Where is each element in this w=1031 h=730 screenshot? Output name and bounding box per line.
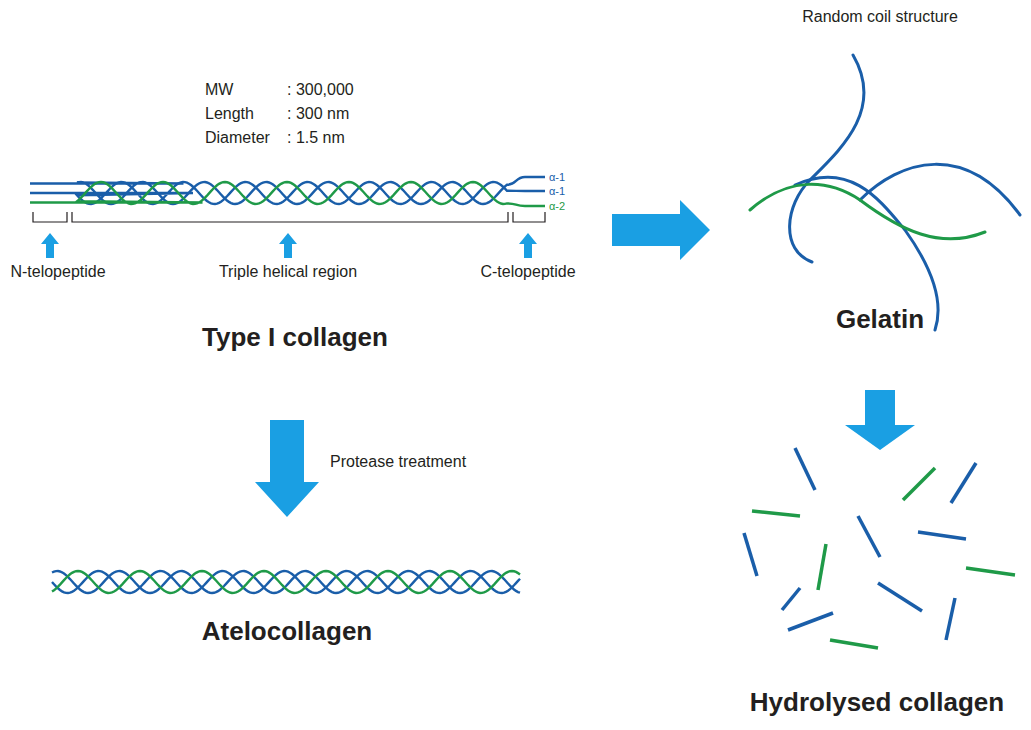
process-arrow <box>255 420 319 517</box>
peptide-fragment <box>788 613 833 630</box>
region-brackets <box>33 212 545 222</box>
state-title: Atelocollagen <box>202 617 372 647</box>
collagen-state: Atelocollagen <box>40 522 540 652</box>
strand-label: α-2 <box>549 200 565 213</box>
collagen-strand <box>52 571 520 593</box>
coil-strand <box>750 184 985 238</box>
peptide-fragment <box>830 640 878 648</box>
collagen-strand <box>52 571 520 593</box>
peptide-fragment <box>951 463 976 503</box>
collagen-strand <box>52 571 520 593</box>
property-text: : 300 nm <box>287 105 349 123</box>
process-arrow <box>845 390 915 450</box>
region-label: N-telopeptide <box>10 263 105 281</box>
pointer-arrow <box>41 233 59 258</box>
peptide-fragments <box>744 448 1015 648</box>
triple-helix <box>30 177 545 206</box>
state-title: Hydrolysed collagen <box>750 688 1004 718</box>
peptide-fragment <box>946 598 955 640</box>
peptide-fragment <box>858 516 880 557</box>
collagen-strand <box>30 182 545 206</box>
bracket <box>72 212 508 222</box>
property-text: : 1.5 nm <box>287 129 345 147</box>
state-note: Random coil structure <box>802 8 958 26</box>
bracket <box>513 212 545 222</box>
pointer-arrow <box>519 233 537 258</box>
property-text: Length <box>205 105 254 123</box>
process-arrow <box>612 200 710 260</box>
peptide-fragment <box>782 588 800 610</box>
peptide-fragment <box>752 511 800 516</box>
collagen-state: Random coil structureGelatin <box>715 0 1027 385</box>
peptide-fragment <box>878 583 922 611</box>
region-label: Triple helical region <box>219 263 357 281</box>
peptide-fragment <box>818 544 826 590</box>
collagen-state: Type I collagen <box>20 75 605 415</box>
collagen-state: Hydrolysed collagen <box>720 455 1025 725</box>
peptide-fragment <box>795 448 815 490</box>
state-title: Gelatin <box>836 305 924 335</box>
random-coil <box>750 55 1020 330</box>
atelocollagen-helix <box>52 571 520 593</box>
region-label: C-telopeptide <box>480 263 575 281</box>
peptide-fragment <box>903 468 935 500</box>
peptide-fragment <box>918 532 966 539</box>
strand-label: α-1 <box>549 171 565 184</box>
strand-label: α-1 <box>549 185 565 198</box>
property-text: MW <box>205 81 233 99</box>
bracket <box>33 212 67 222</box>
coil-strand <box>860 164 1020 215</box>
property-text: Diameter <box>205 129 270 147</box>
pointer-arrows <box>41 233 537 258</box>
coil-strand <box>790 55 864 262</box>
state-title: Type I collagen <box>202 323 388 353</box>
property-text: : 300,000 <box>287 81 354 99</box>
peptide-fragment <box>744 533 757 576</box>
pointer-arrow <box>279 233 297 258</box>
peptide-fragment <box>966 568 1015 575</box>
edge-label: Protease treatment <box>330 453 466 471</box>
